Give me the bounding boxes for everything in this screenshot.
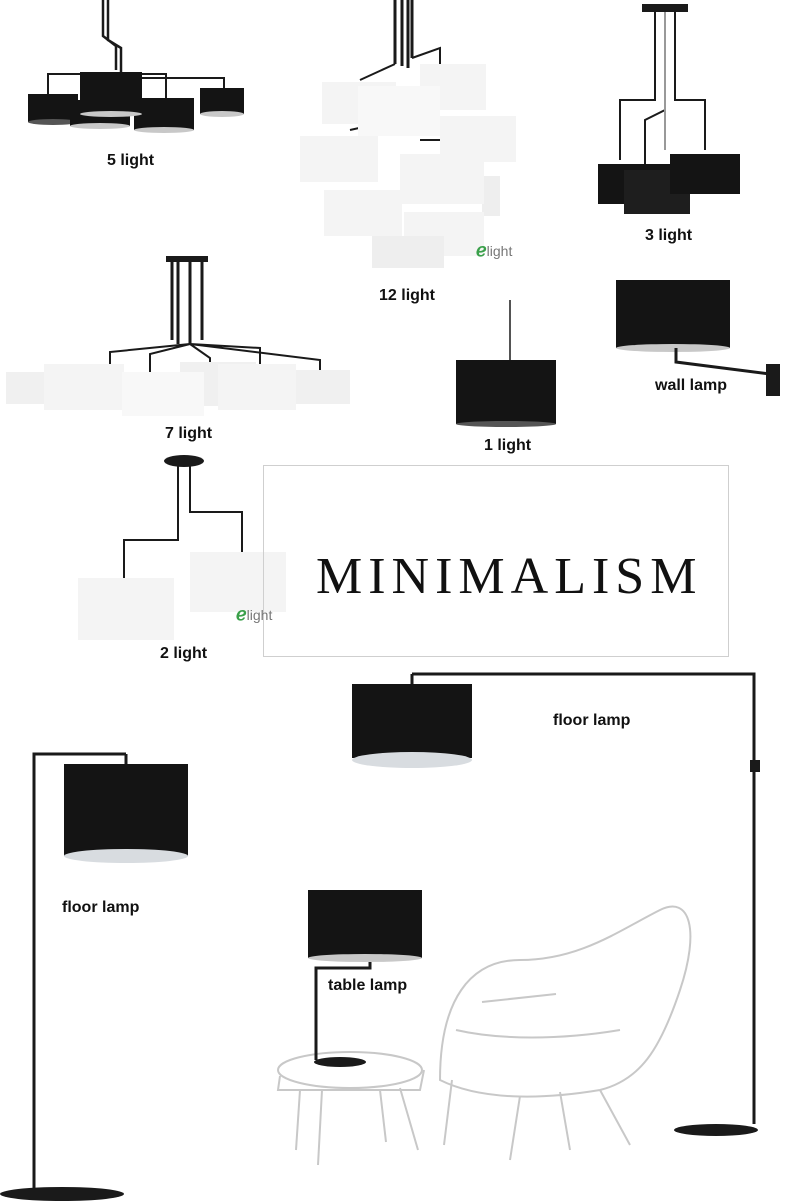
label-two-light: 2 light: [160, 645, 208, 662]
brand-logo-secondary: ℯlight: [236, 604, 272, 625]
table-lamp: [308, 890, 422, 1067]
headline: MINIMALISM: [316, 548, 703, 605]
label-one-light: 1 light: [484, 437, 532, 454]
label-floor-lamp-right: floor lamp: [553, 712, 631, 729]
brand-logo-mark: ℯ: [476, 240, 487, 260]
label-five-light: 5 light: [107, 152, 155, 169]
wall-lamp: [616, 280, 780, 396]
twelve-light-chandelier: [300, 0, 516, 268]
three-light-chandelier: [598, 4, 740, 214]
floor-lamp-right: [352, 672, 760, 1136]
brand-logo-text-secondary: light: [246, 607, 273, 623]
brand-logo-mark-secondary: ℯ: [236, 604, 247, 624]
one-light-pendant: [456, 300, 556, 427]
floor-lamp-left: [0, 752, 188, 1201]
five-light-chandelier: [28, 0, 244, 133]
label-seven-light: 7 light: [165, 425, 213, 442]
label-wall-lamp: wall lamp: [655, 377, 728, 394]
chair-table-sketch: [276, 905, 692, 1166]
brand-logo: ℯlight: [476, 240, 512, 261]
two-light-pendant: [78, 455, 286, 640]
brand-logo-text: light: [486, 243, 513, 259]
minimalism-panel: [263, 465, 729, 657]
label-table-lamp: table lamp: [328, 977, 408, 994]
label-floor-lamp-left: floor lamp: [62, 899, 140, 916]
label-three-light: 3 light: [645, 227, 693, 244]
label-twelve-light: 12 light: [379, 287, 436, 304]
seven-light-chandelier: [6, 256, 350, 416]
